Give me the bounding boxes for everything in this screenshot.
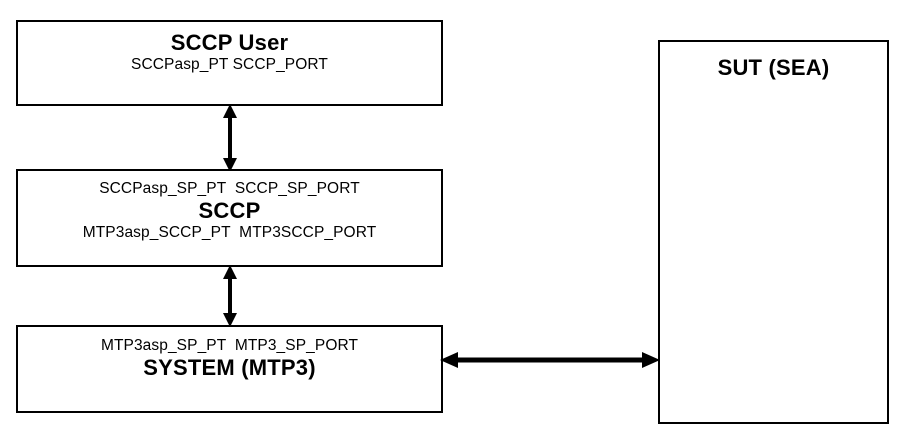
node-sut-sea[interactable]: SUT (SEA) [658,40,889,424]
double-headed-vertical-arrow-icon [223,104,237,172]
node-sut-title: SUT (SEA) [717,55,830,80]
node-system-mtp3[interactable]: MTP3asp_SP_PT MTP3_SP_PORT SYSTEM (MTP3) [16,325,443,413]
node-sccp-user-ports: SCCPasp_PT SCCP_PORT [131,55,328,73]
node-system-title: SYSTEM (MTP3) [143,355,316,381]
node-sccp-lower-ports: MTP3asp_SCCP_PT MTP3SCCP_PORT [82,224,377,242]
node-sccp-user-title: SCCP User [170,30,289,55]
double-headed-vertical-arrow-icon [223,265,237,327]
node-sccp-user[interactable]: SCCP User SCCPasp_PT SCCP_PORT [16,20,443,106]
connector-system-to-sut [440,352,660,368]
connector-sccp-to-system [223,265,237,327]
node-system-ports: MTP3asp_SP_PT MTP3_SP_PORT [100,337,359,354]
node-sccp-title: SCCP [198,198,261,224]
connector-sccp-user-to-sccp [223,104,237,172]
node-sccp[interactable]: SCCPasp_SP_PT SCCP_SP_PORT SCCP MTP3asp_… [16,169,443,267]
double-headed-horizontal-arrow-icon [440,352,660,368]
node-sccp-upper-ports: SCCPasp_SP_PT SCCP_SP_PORT [99,180,360,197]
